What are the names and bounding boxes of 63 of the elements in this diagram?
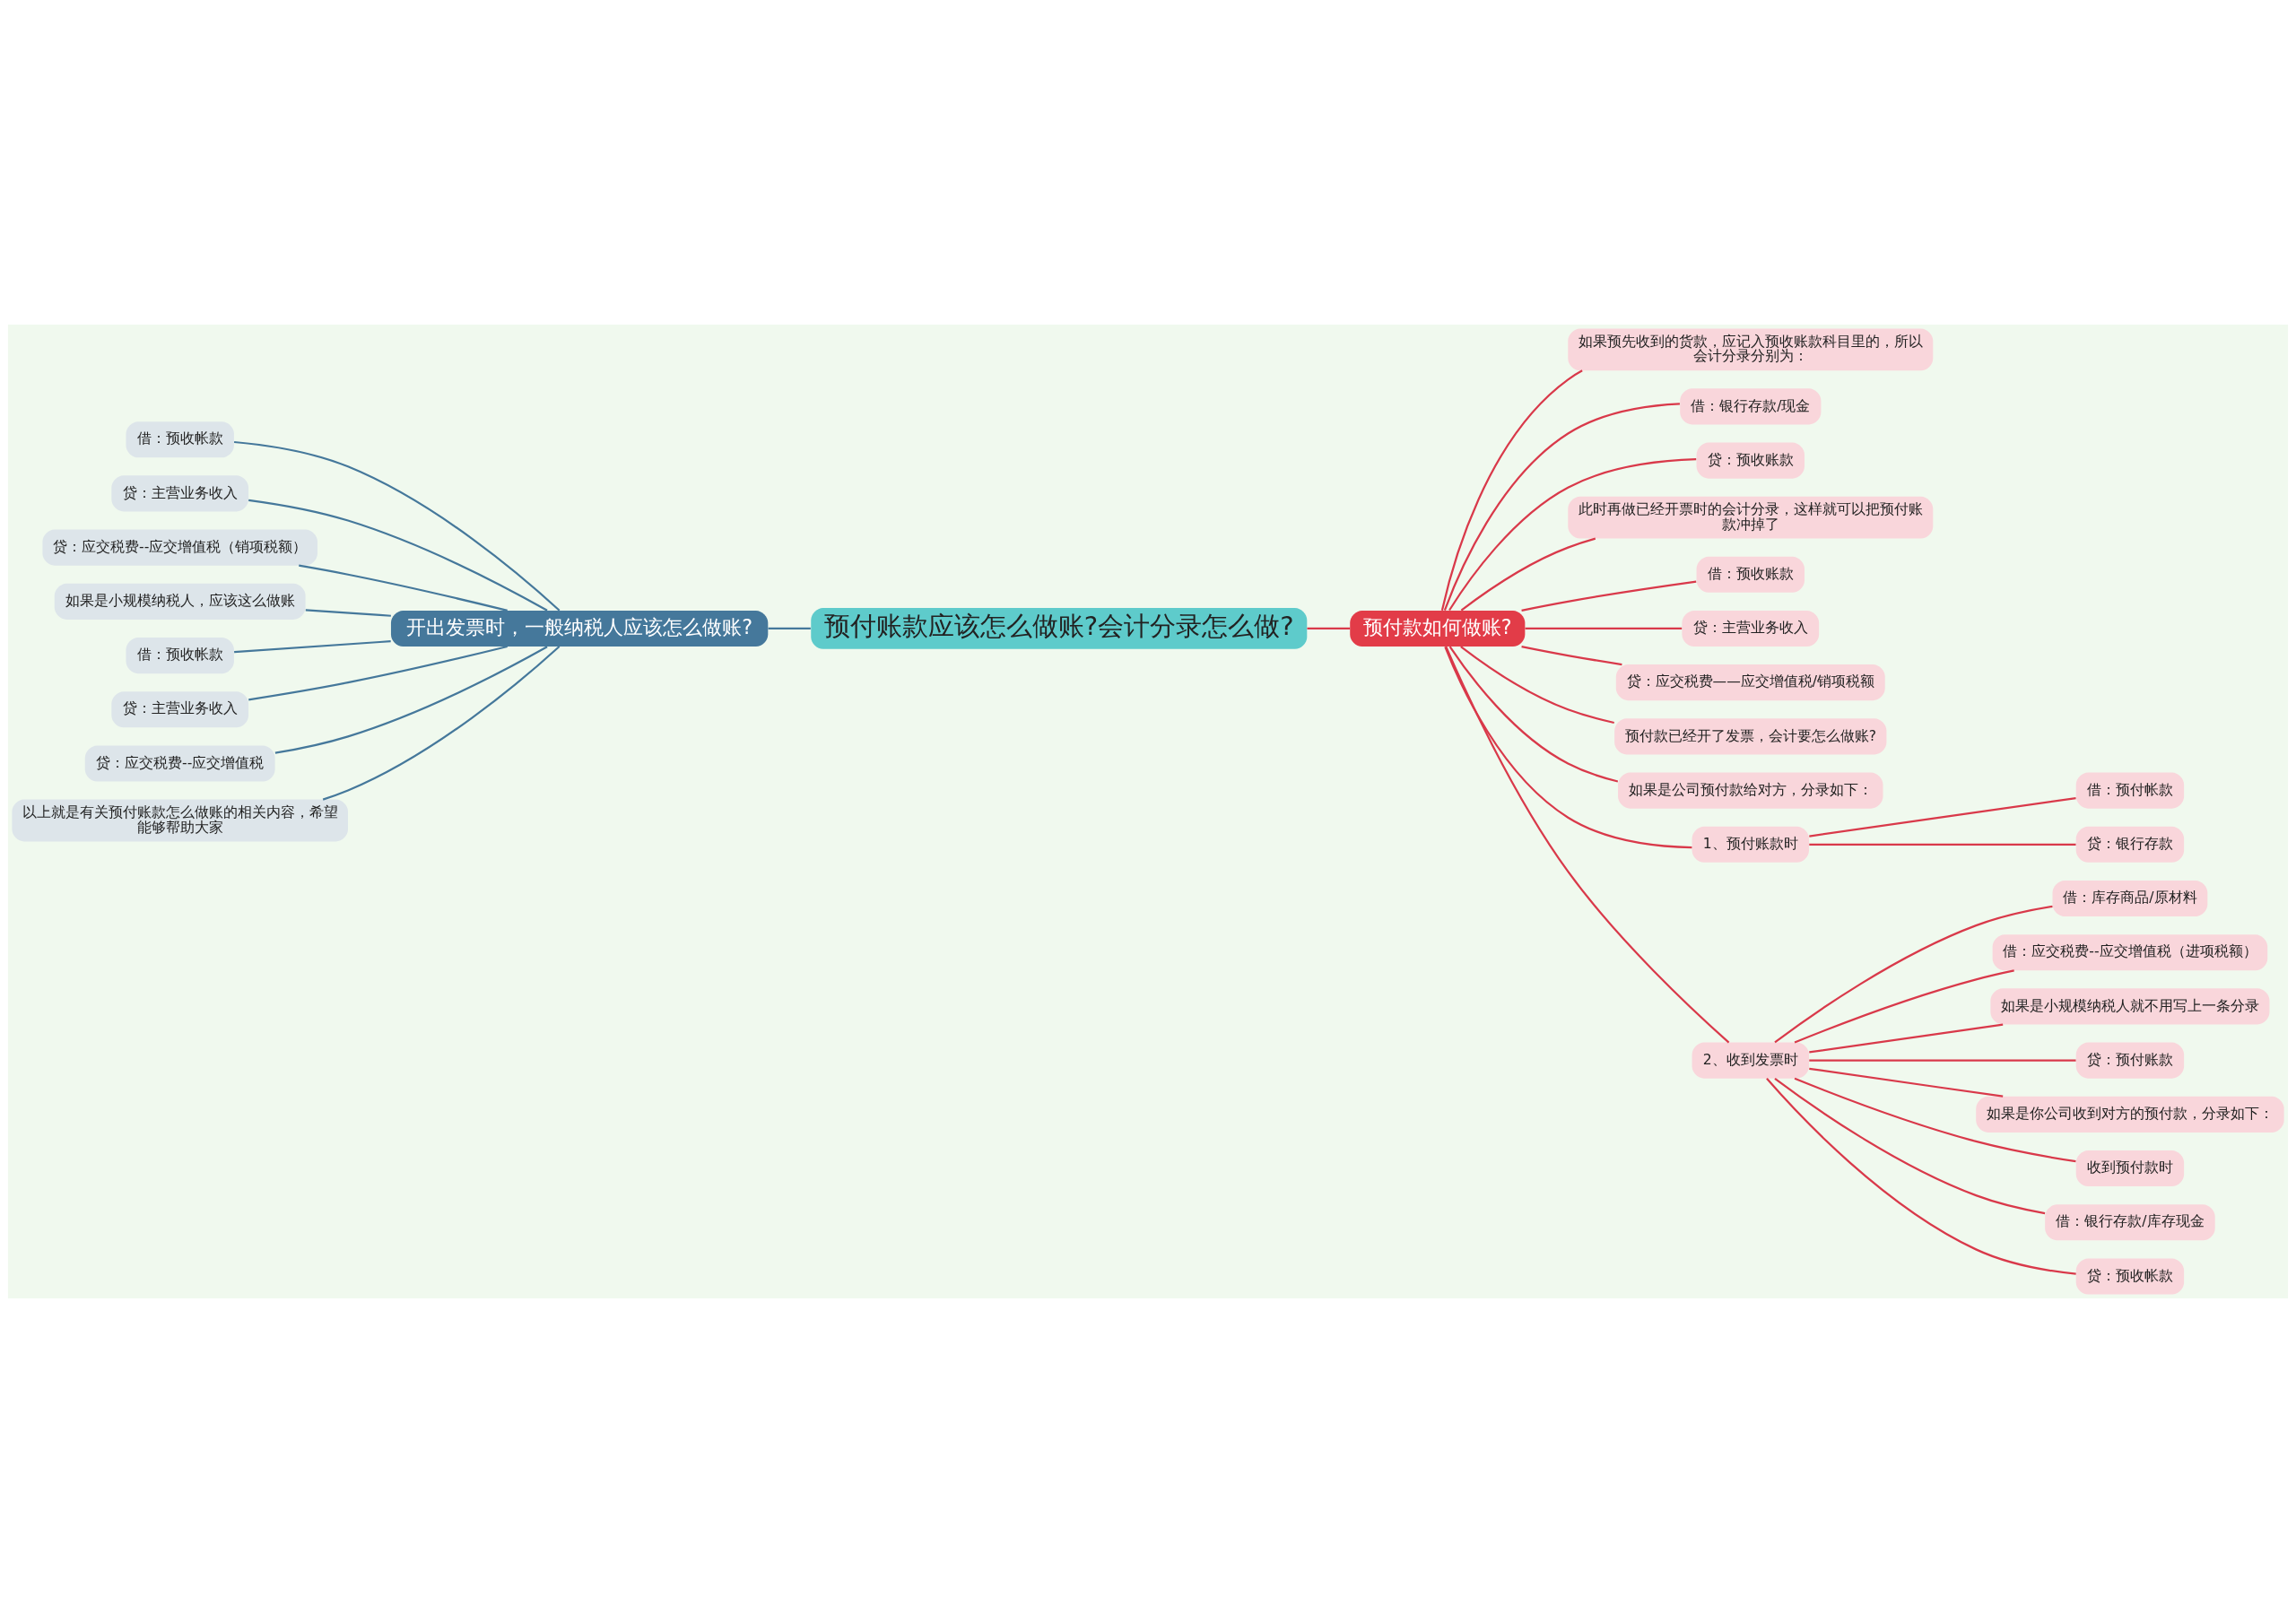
node-box: 如果是小规模纳税人就不用写上一条分录: [1990, 988, 2270, 1025]
node-box: 如果是公司预付款给对方，分录如下：: [1618, 772, 1883, 809]
node-box: 预付款已经开了发票，会计要怎么做账?: [1614, 718, 1887, 755]
connector: [1774, 905, 2053, 1044]
connector: [248, 499, 548, 612]
node-box: 借：应交税费--应交增值税（进项税额）: [1992, 934, 2268, 971]
node-box: 贷：主营业务收入: [111, 691, 249, 728]
node-box: 借：预收账款: [1696, 556, 1805, 593]
connector: [1448, 458, 1697, 612]
connector: [1445, 646, 1730, 1044]
node-box: 以上就是有关预付账款怎么做账的相关内容，希望能够帮助大家: [12, 799, 348, 842]
node-box: 贷：应交税费--应交增值税: [84, 745, 275, 782]
node-box: 开出发票时，一般纳税人应该怎么做账?: [390, 610, 769, 647]
node-box: 贷：应交税费——应交增值税/销项税额: [1615, 664, 1885, 701]
node-box: 贷：预付账款: [2075, 1042, 2185, 1079]
node-box: 此时再做已经开票时的会计分录，这样就可以把预付账款冲掉了: [1568, 496, 1934, 539]
connector: [1809, 1023, 2004, 1054]
connector: [1444, 646, 1692, 849]
connector: [1809, 796, 2076, 838]
node-box: 贷：主营业务收入: [1682, 610, 1820, 647]
connector: [1307, 627, 1351, 630]
node-box: 如果是小规模纳税人，应该这么做账: [54, 583, 306, 620]
node-box: 借：库存商品/原材料: [2052, 880, 2208, 917]
connector: [768, 627, 811, 630]
node-box: 预付账款应该怎么做账?会计分录怎么做?: [811, 608, 1308, 649]
connector: [1794, 969, 2014, 1044]
node-box: 1、预付账款时: [1692, 826, 1809, 863]
connector: [322, 646, 561, 801]
connector: [1794, 1077, 2076, 1163]
connector: [1809, 843, 2076, 846]
node-box: 借：银行存款/现金: [1680, 388, 1822, 425]
connector: [1443, 403, 1680, 611]
connector: [305, 609, 391, 617]
node-box: 2、收到发票时: [1692, 1042, 1809, 1079]
node-box: 贷：预收账款: [1696, 442, 1805, 479]
node-box: 如果预先收到的货款，应记入预收账款科目里的，所以会计分录分别为：: [1568, 328, 1934, 371]
connector: [1460, 537, 1596, 612]
node-box: 贷：应交税费--应交增值税（销项税额）: [42, 529, 317, 566]
node-box: 贷：预收帐款: [2075, 1258, 2185, 1295]
node-box: 贷：银行存款: [2075, 826, 2185, 863]
node-box: 借：预付帐款: [2075, 772, 2185, 809]
connector: [248, 645, 508, 701]
connector: [299, 564, 508, 612]
connector: [1525, 627, 1683, 630]
connector: [1809, 1059, 2076, 1062]
connector: [234, 640, 391, 654]
node-box: 如果是你公司收到对方的预付款，分录如下：: [1976, 1096, 2284, 1133]
connector: [1440, 369, 1583, 612]
connector: [1521, 646, 1622, 666]
connector: [234, 440, 561, 612]
node-box: 借：预收帐款: [126, 421, 234, 458]
node-box: 预付款如何做账?: [1350, 610, 1526, 647]
node-box: 收到预付款时: [2075, 1150, 2185, 1187]
connector: [1521, 580, 1697, 612]
connector: [1809, 1067, 2004, 1098]
connector: [1774, 1077, 2046, 1215]
connector: [1766, 1078, 2076, 1275]
node-box: 借：银行存款/库存现金: [2045, 1204, 2215, 1241]
node-box: 借：预收帐款: [126, 638, 234, 674]
node-box: 贷：主营业务收入: [111, 475, 249, 512]
connector: [1448, 646, 1619, 783]
connector: [1460, 646, 1614, 725]
connector: [274, 646, 548, 754]
